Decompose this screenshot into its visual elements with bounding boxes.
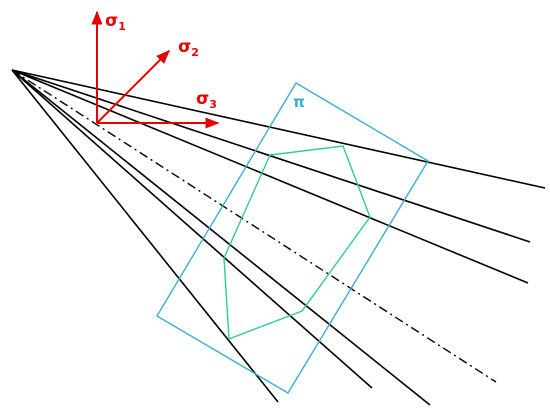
yield-hexagon	[223, 145, 371, 340]
sigma2-axis	[96, 50, 170, 124]
stress-axes	[91, 10, 220, 129]
ray-line-2	[11, 69, 531, 243]
ray-lines	[11, 69, 546, 406]
ray-line-4	[11, 69, 431, 406]
hydrostatic-axis	[11, 69, 497, 383]
ray-line-3	[11, 69, 529, 284]
ray-line-5	[11, 69, 373, 389]
sigma3-label: σ3	[196, 89, 217, 111]
sigma2-label: σ2	[178, 37, 199, 59]
ray-line-6	[11, 69, 279, 403]
ray-line-1	[11, 69, 546, 189]
pi-plane-label: π	[293, 93, 305, 111]
sigma1-label: σ1	[105, 11, 126, 33]
pi-plane	[156, 82, 429, 394]
